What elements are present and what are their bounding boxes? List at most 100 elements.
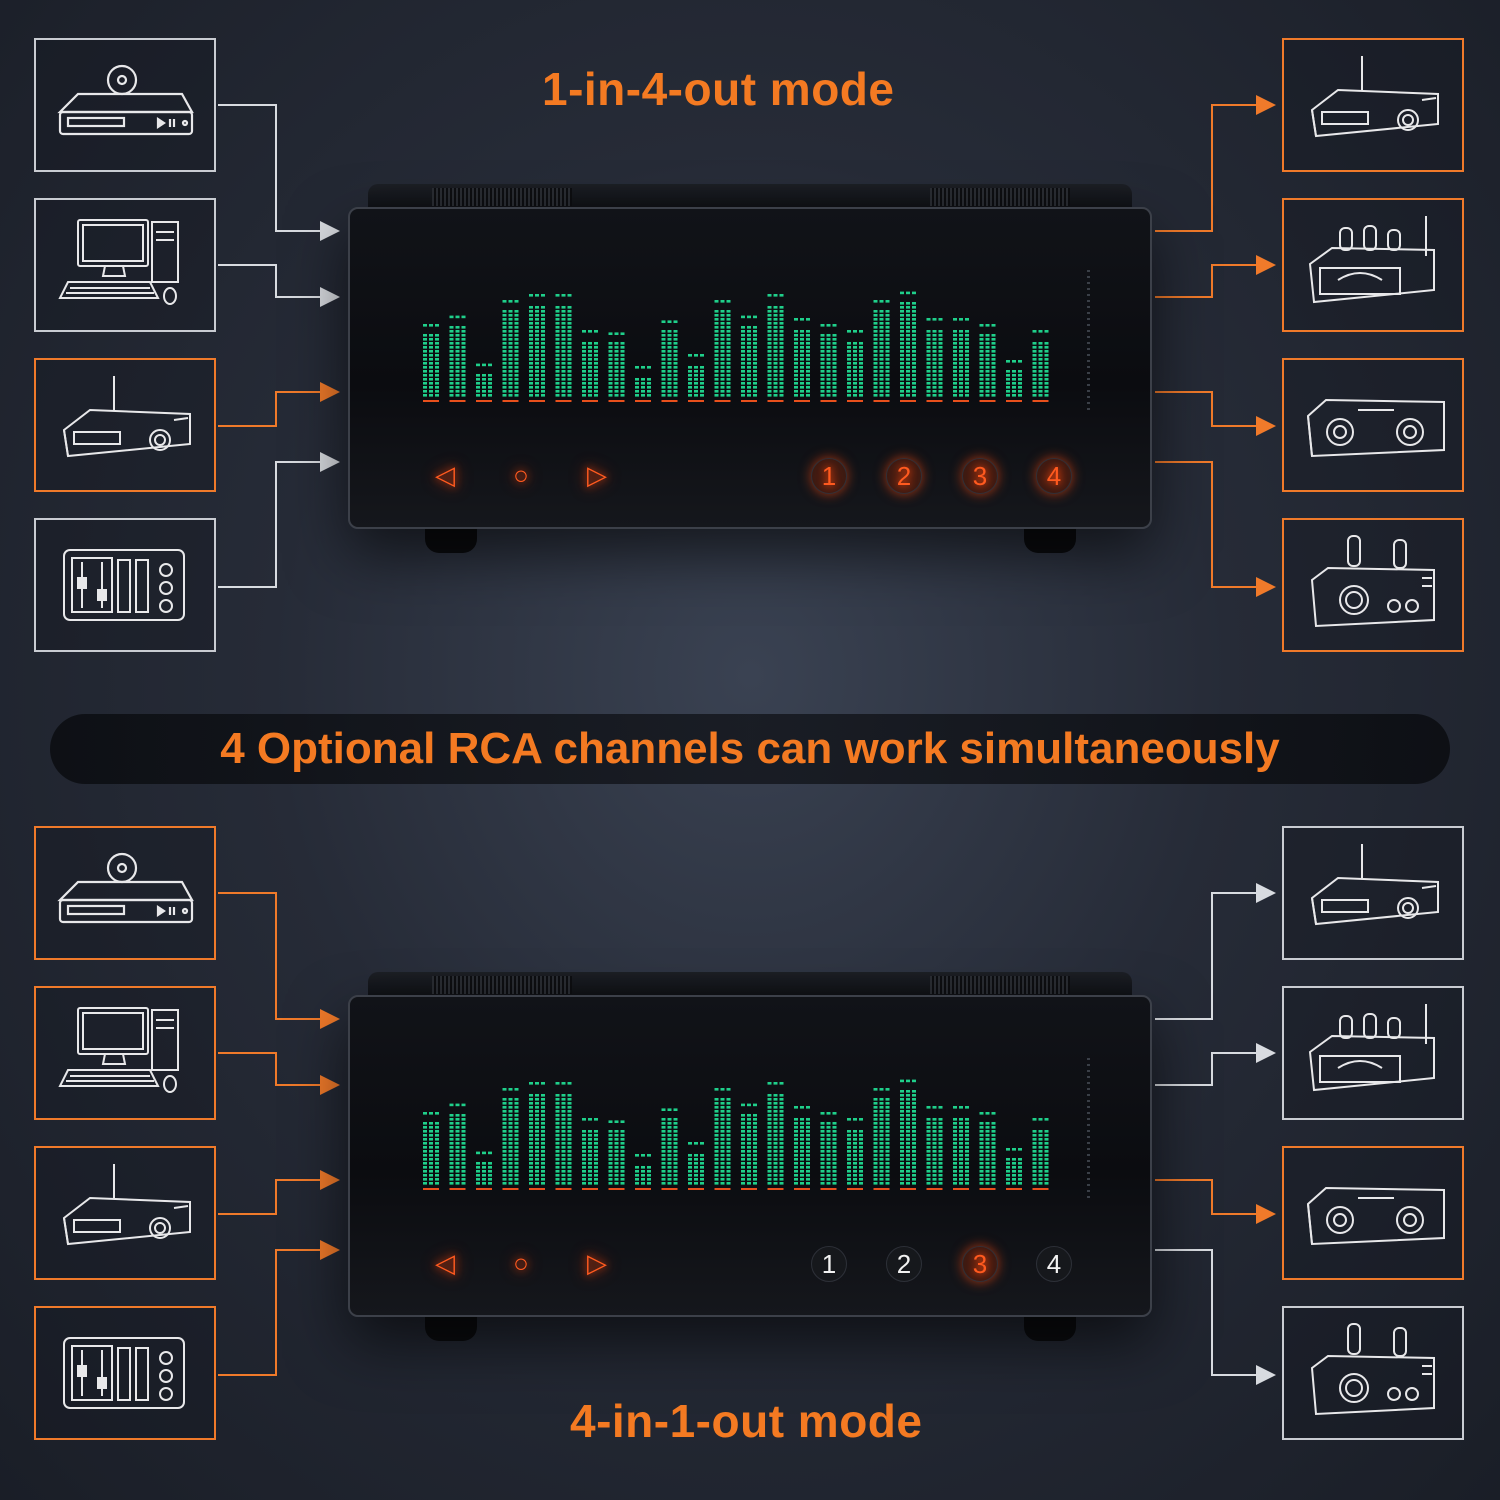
spectrum-bar: [449, 1103, 466, 1190]
spectrum-bar: [979, 324, 996, 402]
scale-tick: [1087, 1178, 1090, 1180]
spectrum-bar: [900, 291, 916, 402]
wire-in-3: [218, 382, 340, 427]
spectrum-bar: [714, 300, 731, 402]
desktop-computer-icon: [59, 219, 179, 305]
input-desktop-computer: [34, 198, 216, 332]
tube-preamp-icon: [1311, 1323, 1435, 1415]
scale-tick: [1087, 1136, 1090, 1138]
scale-tick: [1087, 300, 1090, 302]
spectrum-bar: [449, 315, 466, 402]
channel-4-button[interactable]: 4: [1036, 1246, 1072, 1282]
scale-tick: [1087, 1154, 1090, 1156]
scale-tick: [1087, 1070, 1090, 1072]
scale-tick: [1087, 1184, 1090, 1186]
vent-right: [930, 976, 1070, 994]
spectrum-bar: [1032, 330, 1049, 402]
scale-tick: [1087, 270, 1090, 272]
wire-in-4: [218, 452, 340, 588]
scale-tick: [1087, 306, 1090, 308]
spectrum-bar: [635, 366, 651, 402]
prev-button[interactable]: ◁: [435, 459, 455, 490]
channel-3-button[interactable]: 3: [962, 458, 998, 494]
spectrum-bar: [1032, 1118, 1049, 1190]
wire-in-1: [218, 892, 340, 1029]
power-button[interactable]: ○: [513, 1247, 529, 1278]
scale-tick: [1087, 312, 1090, 314]
scale-tick: [1087, 378, 1090, 380]
prev-button[interactable]: ◁: [435, 1247, 455, 1278]
output-tube-amplifier: [1282, 986, 1464, 1120]
wire-in-4: [218, 1240, 340, 1376]
channel-1-button[interactable]: 1: [811, 1246, 847, 1282]
spectrum-bar: [688, 354, 704, 402]
vent-right: [930, 188, 1070, 206]
banner-text: 4 Optional RCA channels can work simulta…: [220, 724, 1280, 773]
mixer-icon: [63, 1337, 185, 1409]
scale-tick: [1087, 1190, 1090, 1192]
channel-2-button[interactable]: 2: [886, 1246, 922, 1282]
mode-title: 1-in-4-out mode: [542, 63, 895, 115]
bluetooth-amplifier-icon: [1311, 55, 1439, 137]
scale-tick: [1087, 402, 1090, 404]
scale-tick: [1087, 1196, 1090, 1198]
wire-out-4: [1155, 1249, 1276, 1385]
next-button[interactable]: ▷: [587, 459, 607, 490]
wire-out-4: [1155, 461, 1276, 597]
scale-tick: [1087, 1058, 1090, 1060]
spectrum-bar: [741, 1103, 757, 1190]
mixer-icon: [63, 549, 185, 621]
scale-tick: [1087, 276, 1090, 278]
bluetooth-amplifier-icon: [63, 1163, 191, 1245]
channel-1-button[interactable]: 1: [811, 458, 847, 494]
output-bluetooth-amplifier: [1282, 38, 1464, 172]
foot-left: [425, 1315, 477, 1341]
wire-in-3: [218, 1170, 340, 1215]
spectrum-bar: [688, 1142, 704, 1190]
scale-tick: [1087, 1148, 1090, 1150]
spectrum-bar: [423, 1112, 439, 1190]
scale-tick: [1087, 1106, 1090, 1108]
scale-tick: [1087, 390, 1090, 392]
power-button[interactable]: ○: [513, 459, 529, 490]
scale-tick: [1087, 330, 1090, 332]
spectrum-bar: [582, 1118, 598, 1190]
tube-preamp-icon: [1311, 535, 1435, 627]
input-mixer: [34, 518, 216, 652]
input-bluetooth-amplifier: [34, 1146, 216, 1280]
output-power-amplifier: [1282, 358, 1464, 492]
channel-4-button[interactable]: 4: [1036, 458, 1072, 494]
wire-out-2: [1155, 1043, 1276, 1086]
input-desktop-computer: [34, 986, 216, 1120]
next-button[interactable]: ▷: [587, 1247, 607, 1278]
wire-out-3: [1155, 1179, 1276, 1224]
spectrum-bar: [1006, 1148, 1022, 1190]
output-power-amplifier: [1282, 1146, 1464, 1280]
spectrum-bar: [741, 315, 757, 402]
spectrum-display: [423, 270, 1090, 410]
dvd-player-icon: [58, 852, 194, 924]
vent-left: [432, 976, 572, 994]
wire-out-1: [1155, 883, 1276, 1020]
scale-tick: [1087, 324, 1090, 326]
foot-right: [1024, 527, 1076, 553]
channel-3-button[interactable]: 3: [962, 1246, 998, 1282]
output-bluetooth-amplifier: [1282, 826, 1464, 960]
scale-tick: [1087, 348, 1090, 350]
spectrum-bar: [608, 1120, 625, 1190]
spectrum-bar: [714, 1088, 731, 1190]
channel-2-button[interactable]: 2: [886, 458, 922, 494]
spectrum-bar: [529, 294, 545, 402]
output-tube-amplifier: [1282, 198, 1464, 332]
scale-tick: [1087, 354, 1090, 356]
spectrum-bar: [661, 1108, 678, 1190]
spectrum-bar: [608, 332, 625, 402]
scale-tick: [1087, 1160, 1090, 1162]
power-amplifier-icon: [1307, 399, 1445, 457]
scale-tick: [1087, 408, 1090, 410]
wire-out-3: [1155, 391, 1276, 436]
spectrum-bar: [661, 320, 678, 402]
spectrum-bar: [873, 1088, 890, 1190]
spectrum-bar: [476, 1151, 492, 1190]
scale-tick: [1087, 1130, 1090, 1132]
